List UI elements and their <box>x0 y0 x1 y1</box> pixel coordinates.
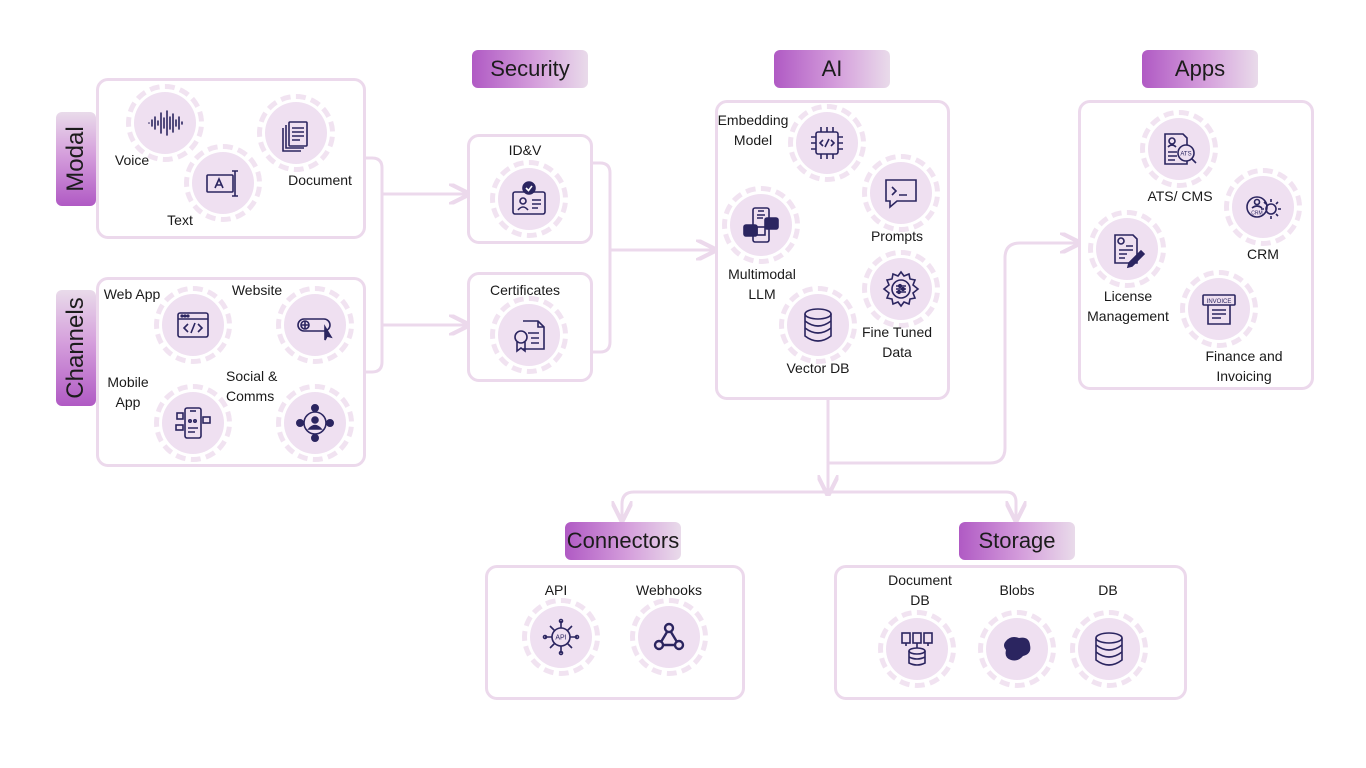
ai-title: AI <box>774 50 890 88</box>
mobile-app-circle <box>154 384 232 462</box>
idv-label: ID&V <box>508 142 542 158</box>
embedding-model-label: Embedding Model <box>717 112 789 148</box>
security-title: Security <box>472 50 588 88</box>
database-icon <box>804 308 832 342</box>
fine-tuned-data-circle <box>862 250 940 328</box>
blobs-circle <box>978 610 1056 688</box>
prompts-circle <box>862 154 940 232</box>
voice-label: Voice <box>114 152 150 168</box>
id-card-check-icon <box>512 181 546 215</box>
blob-icon <box>1004 637 1031 661</box>
crm-gear-icon: CRM <box>1246 196 1281 219</box>
chip-code-icon <box>811 127 843 159</box>
website-label: Website <box>231 282 283 298</box>
db-label: DB <box>1098 582 1118 598</box>
social-comms-circle <box>276 384 354 462</box>
mobile-app-label: Mobile App <box>107 374 149 410</box>
license-management-circle <box>1088 210 1166 288</box>
social-network-icon <box>295 403 334 442</box>
mobile-app-icon <box>175 407 211 439</box>
soundwave-icon <box>148 110 183 136</box>
crm-circle: CRM <box>1224 168 1302 246</box>
globe-search-icon <box>297 318 333 341</box>
vector-db-circle <box>779 286 857 364</box>
web-app-label: Web App <box>103 286 161 302</box>
vector-db-label: Vector DB <box>786 360 850 376</box>
ats-document-icon: ATS <box>1164 133 1197 165</box>
terminal-prompt-icon <box>885 179 917 209</box>
svg-text:ATS: ATS <box>1180 152 1191 158</box>
connectors-title: Connectors <box>565 522 681 560</box>
certificates-label: Certificates <box>489 282 561 298</box>
finance-invoicing-circle: INVOICE <box>1180 270 1258 348</box>
social-comms-label: Social & Comms <box>226 368 278 404</box>
api-chip-icon: API <box>542 618 580 656</box>
text-circle <box>184 144 262 222</box>
document-db-circle <box>878 610 956 688</box>
certificates-circle <box>490 296 568 374</box>
invoice-icon: INVOICE <box>1202 294 1236 325</box>
api-label: API <box>544 582 568 598</box>
prompts-label: Prompts <box>870 228 924 244</box>
web-app-circle <box>154 286 232 364</box>
voice-circle <box>126 84 204 162</box>
channels-title-text: Channels <box>62 297 89 399</box>
channels-title: Channels <box>56 290 96 406</box>
database-icon <box>1095 632 1123 666</box>
apps-title: Apps <box>1142 50 1258 88</box>
svg-text:API: API <box>555 635 566 642</box>
text-cursor-icon <box>206 170 238 197</box>
ats-cms-label: ATS/ CMS <box>1147 188 1213 204</box>
blobs-label: Blobs <box>999 582 1035 598</box>
documents-icon <box>282 121 308 152</box>
multimodal-llm-label: Multimodal LLM <box>728 266 796 302</box>
db-circle <box>1070 610 1148 688</box>
svg-text:CRM: CRM <box>1251 211 1262 217</box>
idv-circle <box>490 160 568 238</box>
document-label: Document <box>288 172 352 188</box>
multimodal-llm-circle <box>722 186 800 264</box>
license-pen-icon <box>1114 234 1146 269</box>
document-circle <box>257 94 335 172</box>
license-management-label: License Management <box>1087 288 1169 324</box>
embedding-model-circle <box>788 104 866 182</box>
translate-phone-icon <box>743 207 779 243</box>
text-label: Text <box>167 212 193 228</box>
certificate-icon <box>514 320 545 353</box>
website-circle <box>276 286 354 364</box>
webhooks-circle <box>630 598 708 676</box>
storage-title: Storage <box>959 522 1075 560</box>
browser-code-icon <box>177 312 209 338</box>
svg-text:INVOICE: INVOICE <box>1207 299 1232 305</box>
webhooks-label: Webhooks <box>636 582 702 598</box>
gear-sliders-icon <box>882 270 920 308</box>
crm-label: CRM <box>1247 246 1279 262</box>
modal-title: Modal <box>56 112 96 206</box>
ats-cms-circle: ATS <box>1140 110 1218 188</box>
webhook-icon <box>653 622 685 651</box>
fine-tuned-data-label: Fine Tuned Data <box>861 324 933 360</box>
document-db-label: Document DB <box>888 572 952 608</box>
api-circle: API <box>522 598 600 676</box>
docs-database-icon <box>901 632 933 666</box>
modal-title-text: Modal <box>62 126 89 192</box>
finance-invoicing-label: Finance and Invoicing <box>1205 348 1283 384</box>
